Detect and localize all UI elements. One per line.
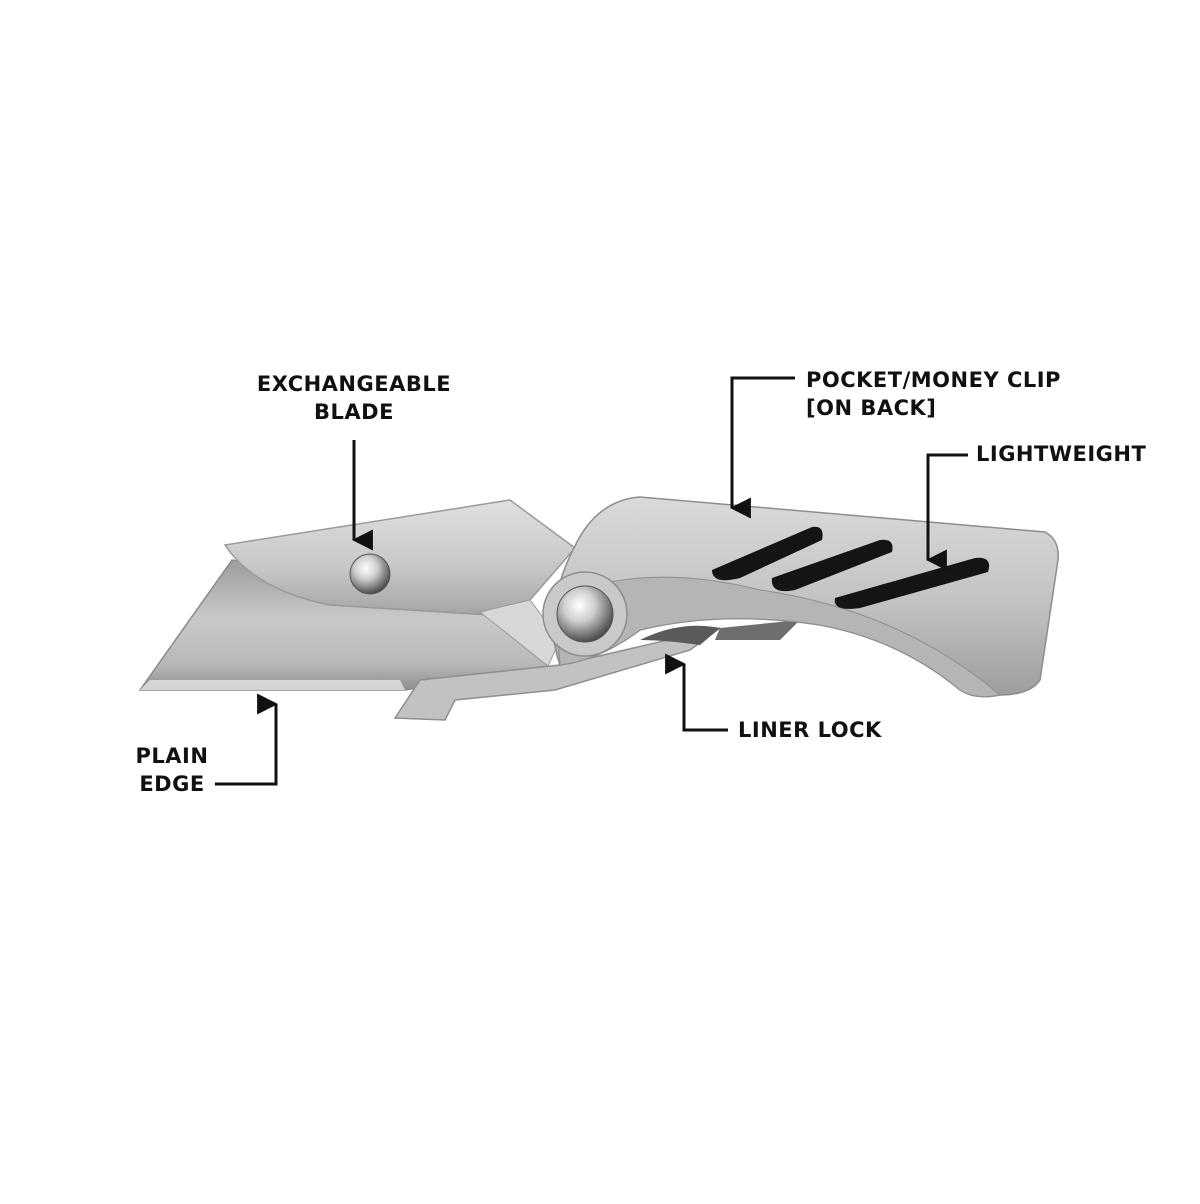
label-liner-lock: LINER LOCK: [738, 716, 882, 744]
blade-holder: [223, 499, 577, 667]
callout-arrows: [215, 376, 968, 786]
slot-2: [771, 539, 893, 592]
arrow-plain-edge: [215, 693, 279, 786]
pivot-screw: [556, 585, 614, 643]
label-plain-edge: PLAIN EDGE: [130, 742, 214, 798]
handle: [542, 496, 1059, 698]
label-lightweight-line-1: LIGHTWEIGHT: [976, 442, 1147, 466]
label-lightweight: LIGHTWEIGHT: [976, 440, 1146, 468]
label-pocket-clip: POCKET/MONEY CLIP [ON BACK]: [806, 366, 1061, 422]
label-exchangeable-blade-line-2: BLADE: [314, 400, 394, 424]
label-pocket-clip-line-2: [ON BACK]: [806, 396, 937, 420]
arrow-liner-lock: [665, 653, 728, 732]
arrow-lightweight: [925, 453, 968, 571]
arrow-pocket-clip: [729, 376, 795, 519]
label-pocket-clip-line-1: POCKET/MONEY CLIP: [806, 368, 1061, 392]
label-plain-edge-line-1: PLAIN: [135, 744, 209, 768]
label-liner-lock-line-1: LINER LOCK: [738, 718, 882, 742]
slot-1: [712, 526, 823, 581]
label-plain-edge-line-2: EDGE: [139, 772, 205, 796]
label-exchangeable-blade: EXCHANGEABLE BLADE: [254, 370, 454, 426]
slot-3: [834, 557, 990, 609]
lower-frame: [393, 620, 800, 721]
label-exchangeable-blade-line-1: EXCHANGEABLE: [256, 372, 452, 396]
blade-screw: [349, 553, 391, 595]
